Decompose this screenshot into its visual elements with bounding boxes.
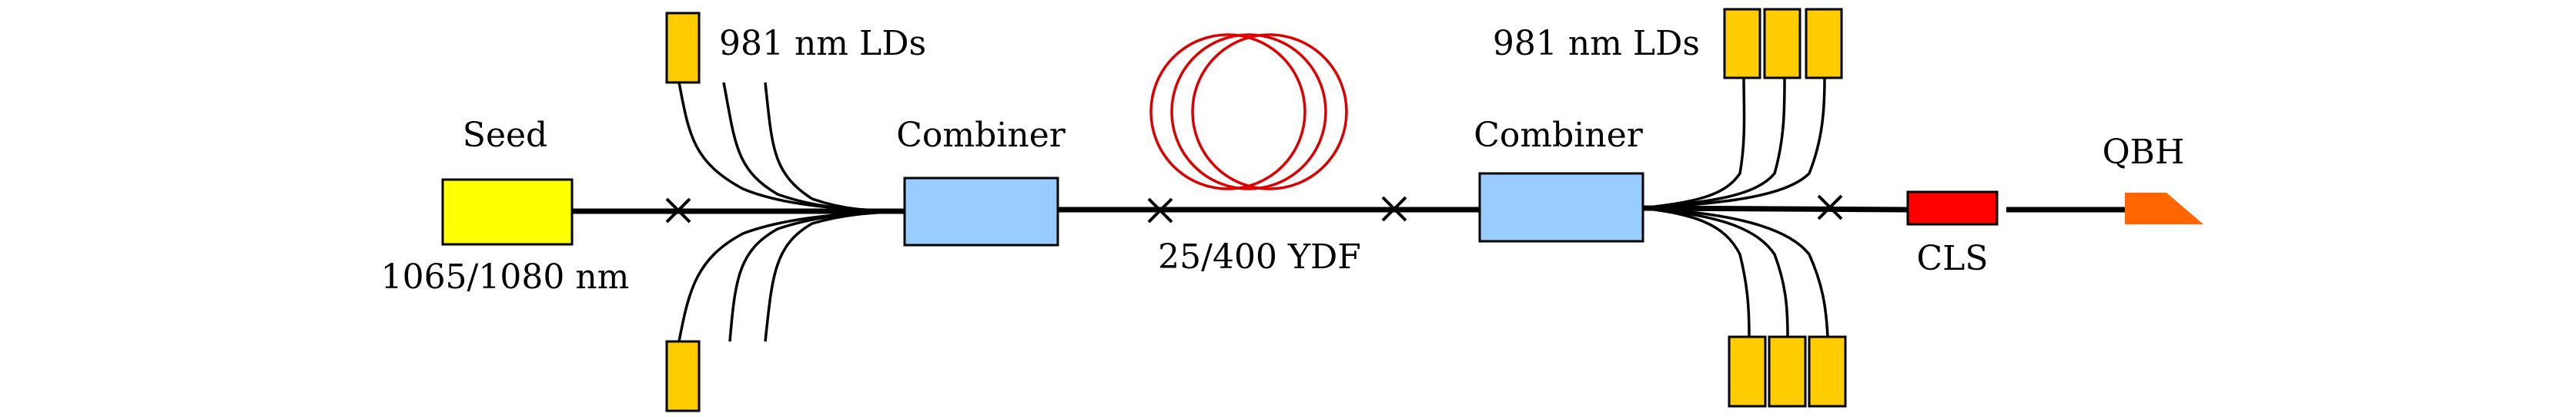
qbh-connector [2125,193,2203,224]
splice-ydf-out [1381,196,1407,222]
ld-left-bottom [665,340,701,412]
ld-right-top-2 [1763,8,1802,79]
main-fiber [571,205,2125,214]
splice-output [1817,194,1843,220]
combiner-right-label: Combiner [1474,116,1643,155]
ydf-loop-3 [1191,33,1348,190]
ld-right-bottom-2 [1768,335,1807,408]
left-pump-pigtails [677,82,905,342]
ydf-coil [1149,33,1348,190]
ld-left-label: 981 nm LDs [719,24,926,63]
seed-wavelength: 1065/1080 nm [381,257,630,297]
ydf-label: 25/400 YDF [1158,237,1361,277]
qbh-label: QBH [2103,133,2185,172]
ld-right-top-3 [1805,8,1843,79]
splice-seed [665,197,691,224]
ld-right-bottom-3 [1808,335,1847,408]
ydf-loop-2 [1170,33,1327,190]
ld-right-label: 981 nm LDs [1493,24,1700,63]
cls-label: CLS [1916,239,1988,278]
ld-right-top-1 [1723,8,1761,79]
ld-left-top [665,12,701,84]
right-pump-pigtails [1642,76,1829,338]
combiner-left-box [903,177,1059,247]
ld-right-bottom-1 [1728,335,1767,408]
ydf-loop-1 [1149,33,1306,190]
seed-title: Seed [463,116,547,155]
combiner-right-box [1478,172,1644,243]
cls-box [1906,190,1999,226]
combiner-left-label: Combiner [896,116,1066,155]
splice-ydf-in [1147,197,1173,224]
seed-box [441,178,574,246]
